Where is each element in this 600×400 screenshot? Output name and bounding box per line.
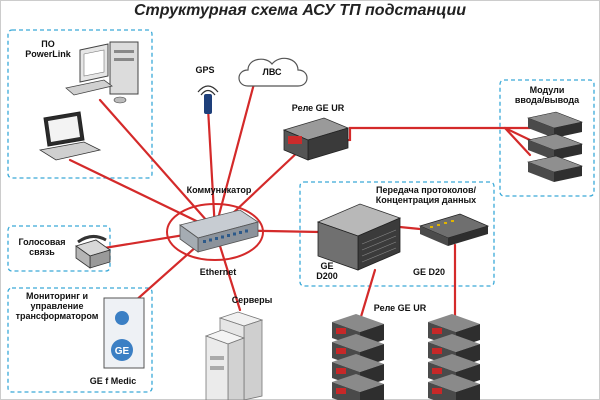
svg-text:GE: GE: [115, 346, 130, 357]
io-modules-group-box: [499, 79, 595, 197]
link-io-branch-2: [503, 126, 532, 157]
lvs-label: ЛВС: [262, 67, 282, 77]
gps-antenna-icon: [197, 85, 219, 114]
link-d200-relay-1: [358, 268, 377, 322]
voice-label: Голосовая связь: [12, 237, 72, 258]
ge-d20-icon: [418, 213, 490, 246]
link-lvs: [213, 78, 257, 232]
servers-label: Серверы: [231, 295, 273, 305]
powerlink-label-line2: PowerLink: [25, 48, 71, 59]
link-powerlink: [98, 98, 217, 232]
relay-stack-1-icon: [332, 314, 384, 400]
protocol-label-line1: Передача протоколов/: [376, 185, 476, 195]
powerlink-label: ПО PowerLink: [18, 39, 78, 60]
link-gps: [206, 106, 217, 232]
protocol-group-box: [299, 181, 495, 287]
voice-label-line1: Голосовая: [18, 237, 66, 247]
lvs-cloud-icon: [238, 57, 308, 87]
protocol-label: Передача протоколов/ Концентрация данных: [364, 185, 488, 206]
powerlink-label-line1: ПО: [41, 39, 55, 49]
laptop-icon: [38, 111, 102, 161]
ge-d200-icon: [316, 203, 402, 271]
ge-d200-label-line2: D200: [316, 270, 338, 281]
gps-label: GPS: [195, 65, 215, 75]
medic-label: GE f Medic: [89, 376, 137, 386]
telephone-icon: [75, 235, 111, 269]
relay-top-label: Реле GE UR: [291, 103, 345, 113]
monitoring-label-line2: управление: [30, 300, 84, 311]
servers-icon: [204, 311, 264, 400]
monitoring-device-icon: GE: [103, 297, 145, 369]
ethernet-label: Ethernet: [199, 267, 237, 277]
io-modules-label-line2: ввода/вывода: [514, 94, 580, 105]
ge-d200-label: GE D200: [310, 261, 344, 282]
relay-stack-2-icon: [428, 314, 480, 400]
io-modules-label-line1: Модули: [529, 85, 565, 95]
relay-top-icon: [282, 117, 350, 161]
monitoring-label-line1: Мониторинг и: [26, 291, 88, 301]
voice-label-line2: связь: [29, 246, 55, 257]
protocol-label-line2: Концентрация данных: [375, 194, 477, 205]
commutator-ellipse: [166, 203, 264, 261]
powerlink-group-box: [7, 29, 153, 179]
io-modules-label: Модули ввода/вывода: [505, 85, 589, 106]
link-laptop: [68, 158, 217, 232]
ge-d200-label-line1: GE: [320, 261, 334, 271]
diagram-title: Структурная схема АСУ ТП подстанции: [133, 2, 467, 19]
monitoring-group-box: [7, 287, 153, 393]
link-io-branch: [503, 126, 532, 142]
switch-icon: [179, 209, 259, 253]
voice-group-box: [7, 225, 111, 272]
ge-d20-label: GE D20: [412, 267, 445, 277]
io-modules-icon: [526, 111, 584, 182]
relay-bottom-label: Реле GE UR: [373, 303, 427, 313]
desktop-pc-icon: [65, 41, 139, 104]
monitoring-label-line3: трансформатором: [15, 310, 99, 321]
monitoring-label: Мониторинг и управление трансформатором: [10, 291, 104, 322]
commutator-label: Коммуникатор: [186, 185, 252, 195]
